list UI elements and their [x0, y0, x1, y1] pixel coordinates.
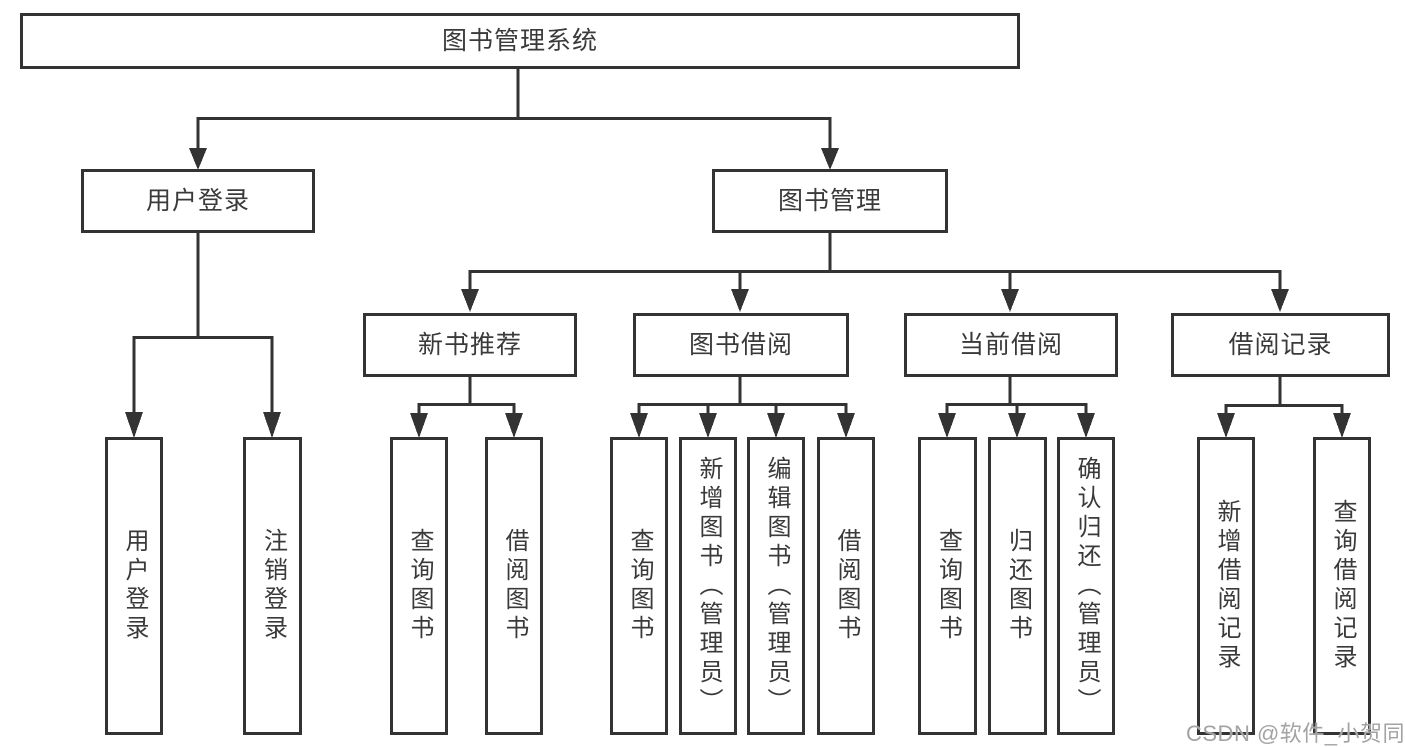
arrowhead-borrow-records	[1271, 289, 1289, 312]
leaf-label: 注销登录	[259, 528, 287, 644]
arrowhead-borrow-books-2	[837, 413, 855, 438]
arrowhead-query-borrow-record	[1333, 413, 1351, 438]
node-book-borrow: 图书借阅	[633, 313, 849, 377]
leaf-label: 借阅图书	[501, 528, 528, 644]
leaf-label: 查询图书	[934, 528, 962, 644]
node-new-book-recommend: 新书推荐	[363, 313, 577, 377]
leaf-label: 查询图书	[626, 528, 653, 644]
node-edit-book-admin: 编辑图书（管理员）	[747, 437, 805, 735]
node-return-book: 归还图书	[988, 437, 1047, 735]
arrowhead-book-borrow	[731, 289, 749, 312]
node-logout-leaf: 注销登录	[243, 437, 302, 735]
arrowhead-add-book-admin	[699, 413, 717, 438]
node-root: 图书管理系统	[20, 13, 1020, 69]
node-borrow-records-label: 借阅记录	[1228, 330, 1333, 359]
connector-user-login-group	[132, 233, 274, 414]
node-borrow-books-1: 借阅图书	[485, 437, 543, 735]
node-user-login: 用户登录	[81, 169, 315, 233]
node-borrow-records: 借阅记录	[1171, 313, 1390, 377]
arrowhead-logout-leaf	[263, 412, 281, 438]
arrowhead-current-borrow	[1001, 289, 1019, 312]
node-root-label: 图书管理系统	[441, 26, 598, 55]
node-add-borrow-record: 新增借阅记录	[1197, 437, 1255, 735]
leaf-label: 确认归还（管理员）	[1073, 455, 1100, 717]
leaf-label: 编辑图书（管理员）	[763, 455, 790, 717]
node-confirm-return-admin: 确认归还（管理员）	[1057, 437, 1115, 735]
node-query-books-1: 查询图书	[390, 437, 448, 735]
arrowhead-return-book	[1008, 413, 1026, 438]
node-new-book-recommend-label: 新书推荐	[417, 330, 522, 359]
node-user-login-leaf: 用户登录	[105, 437, 163, 735]
arrowhead-book-management	[821, 148, 839, 170]
leaf-label: 归还图书	[1004, 528, 1032, 644]
connector-book-management-group	[468, 233, 1282, 291]
connector-borrow-records-group	[1224, 377, 1344, 415]
leaf-label: 新增图书（管理员）	[695, 455, 722, 717]
node-book-management-label: 图书管理	[777, 186, 882, 215]
arrowhead-add-borrow-record	[1217, 413, 1235, 438]
node-user-login-label: 用户登录	[145, 186, 250, 215]
node-current-borrow: 当前借阅	[904, 313, 1118, 377]
node-borrow-books-2: 借阅图书	[817, 437, 875, 735]
leaf-label: 借阅图书	[833, 528, 860, 644]
arrowhead-query-books-2	[630, 413, 648, 438]
arrowhead-edit-book-admin	[767, 413, 785, 438]
arrowhead-new-book-recommend	[461, 289, 479, 312]
arrowhead-query-books-3	[938, 413, 956, 438]
connector-current-borrow-group	[945, 377, 1088, 415]
leaf-label: 查询图书	[406, 528, 433, 644]
node-query-borrow-record: 查询借阅记录	[1313, 437, 1371, 735]
node-book-borrow-label: 图书借阅	[688, 330, 793, 359]
leaf-label: 新增借阅记录	[1213, 499, 1240, 673]
node-query-books-3: 查询图书	[918, 437, 977, 735]
connector-root-to-level1	[196, 69, 832, 150]
node-current-borrow-label: 当前借阅	[958, 330, 1063, 359]
arrowhead-user-login-leaf	[125, 412, 143, 438]
arrowhead-borrow-books-1	[505, 413, 523, 438]
node-query-books-2: 查询图书	[610, 437, 668, 735]
arrowhead-user-login	[189, 148, 207, 170]
arrowhead-confirm-return-admin	[1077, 413, 1095, 438]
arrowhead-query-books-1	[410, 413, 428, 438]
node-add-book-admin: 新增图书（管理员）	[679, 437, 737, 735]
connector-new-book-recommend-group	[417, 377, 516, 415]
connector-book-borrow-group	[637, 377, 848, 415]
node-book-management: 图书管理	[712, 169, 948, 233]
csdn-watermark: CSDN @软件_小贺同学	[1186, 721, 1405, 746]
leaf-label: 用户登录	[121, 528, 148, 644]
leaf-label: 查询借阅记录	[1329, 499, 1356, 673]
